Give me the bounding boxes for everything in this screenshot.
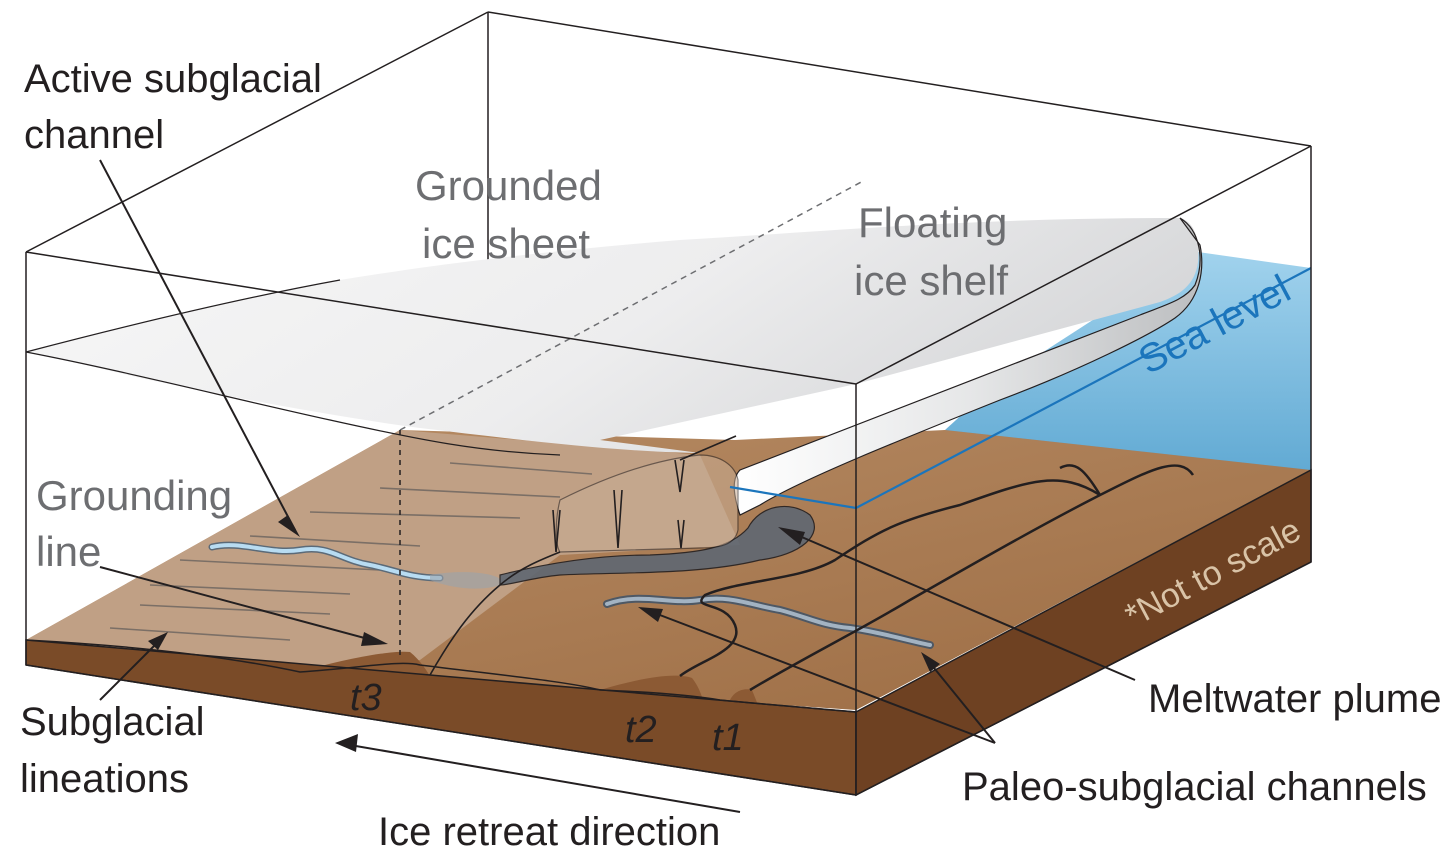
arrowhead-meltwater (778, 527, 805, 545)
label-grounded-1: Grounded (415, 162, 602, 209)
arrowhead-lineations (148, 632, 168, 650)
ice-sheet (25, 179, 1203, 655)
box-front-edges (25, 145, 1312, 796)
label-t2: t2 (625, 709, 657, 751)
paleo-channel-lines (679, 464, 1195, 692)
subglacial-lineations (109, 462, 593, 641)
label-paleo: Paleo-subglacial channels (962, 765, 1427, 809)
label-t1: t1 (712, 717, 744, 759)
label-t3: t3 (350, 677, 382, 719)
arrowhead-active-channel (278, 515, 300, 537)
label-retreat: Ice retreat direction (378, 810, 720, 854)
leader-meltwater (789, 531, 1136, 681)
arrowhead-paleo-1 (638, 607, 663, 622)
leader-paleo-1 (651, 611, 996, 744)
label-floating-2: ice shelf (854, 257, 1008, 304)
label-floating-1: Floating (858, 199, 1007, 246)
label-lineations-2: lineations (20, 757, 189, 801)
label-grounding-1: Grounding (36, 472, 232, 519)
grounding-line-curves (429, 551, 561, 676)
arrowheads (148, 515, 940, 752)
leader-paleo-2 (929, 662, 996, 744)
label-active-channel-2: channel (24, 113, 164, 157)
retreat-arrow-line (349, 744, 741, 813)
leader-lineations (99, 639, 161, 701)
leader-active-channel (99, 159, 296, 531)
arrowhead-retreat (335, 734, 358, 752)
paleo-channels (603, 594, 934, 649)
label-grounded-2: ice sheet (422, 220, 590, 267)
leader-lines (99, 159, 1136, 813)
arrowhead-paleo-2 (921, 652, 940, 672)
arrowhead-grounding-line (361, 632, 388, 646)
meltwater-plume (499, 505, 815, 586)
leader-grounding-line (99, 566, 373, 641)
crevasses (552, 435, 737, 553)
label-lineations-1: Subglacial (20, 700, 205, 744)
label-meltwater: Meltwater plume (1148, 677, 1440, 721)
label-active-channel-1: Active subglacial (24, 57, 322, 101)
label-grounding-2: line (36, 528, 101, 575)
active-channel (208, 541, 502, 589)
